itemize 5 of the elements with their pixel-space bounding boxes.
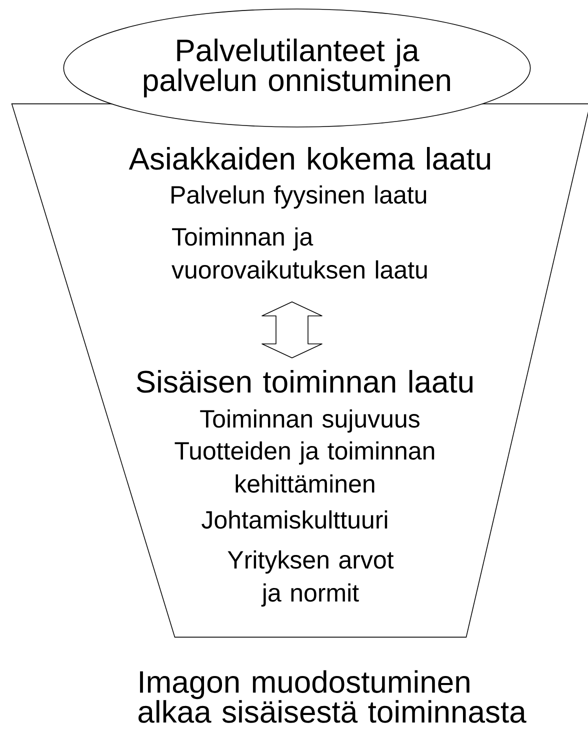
text-group: Sisäisen toiminnan laatu Toiminnan sujuvuus Tuotteiden ja toiminnan kehittäminen Johtamiskulttuuri Yrityksen arvot ja normit [136, 370, 472, 607]
caption-text: Imagon muodostuminen alkaa sisäisestä toiminnasta [138, 670, 526, 723]
double-arrow [262, 301, 322, 358]
text-group: Asiakkaiden kokema laatu Palvelun fyysinen laatu Toiminnan ja vuorovaikutuksen laatu [128, 146, 490, 279]
ellipse-node: Palvelutilanteet ja palvelun onnistuminen [63, 8, 531, 128]
